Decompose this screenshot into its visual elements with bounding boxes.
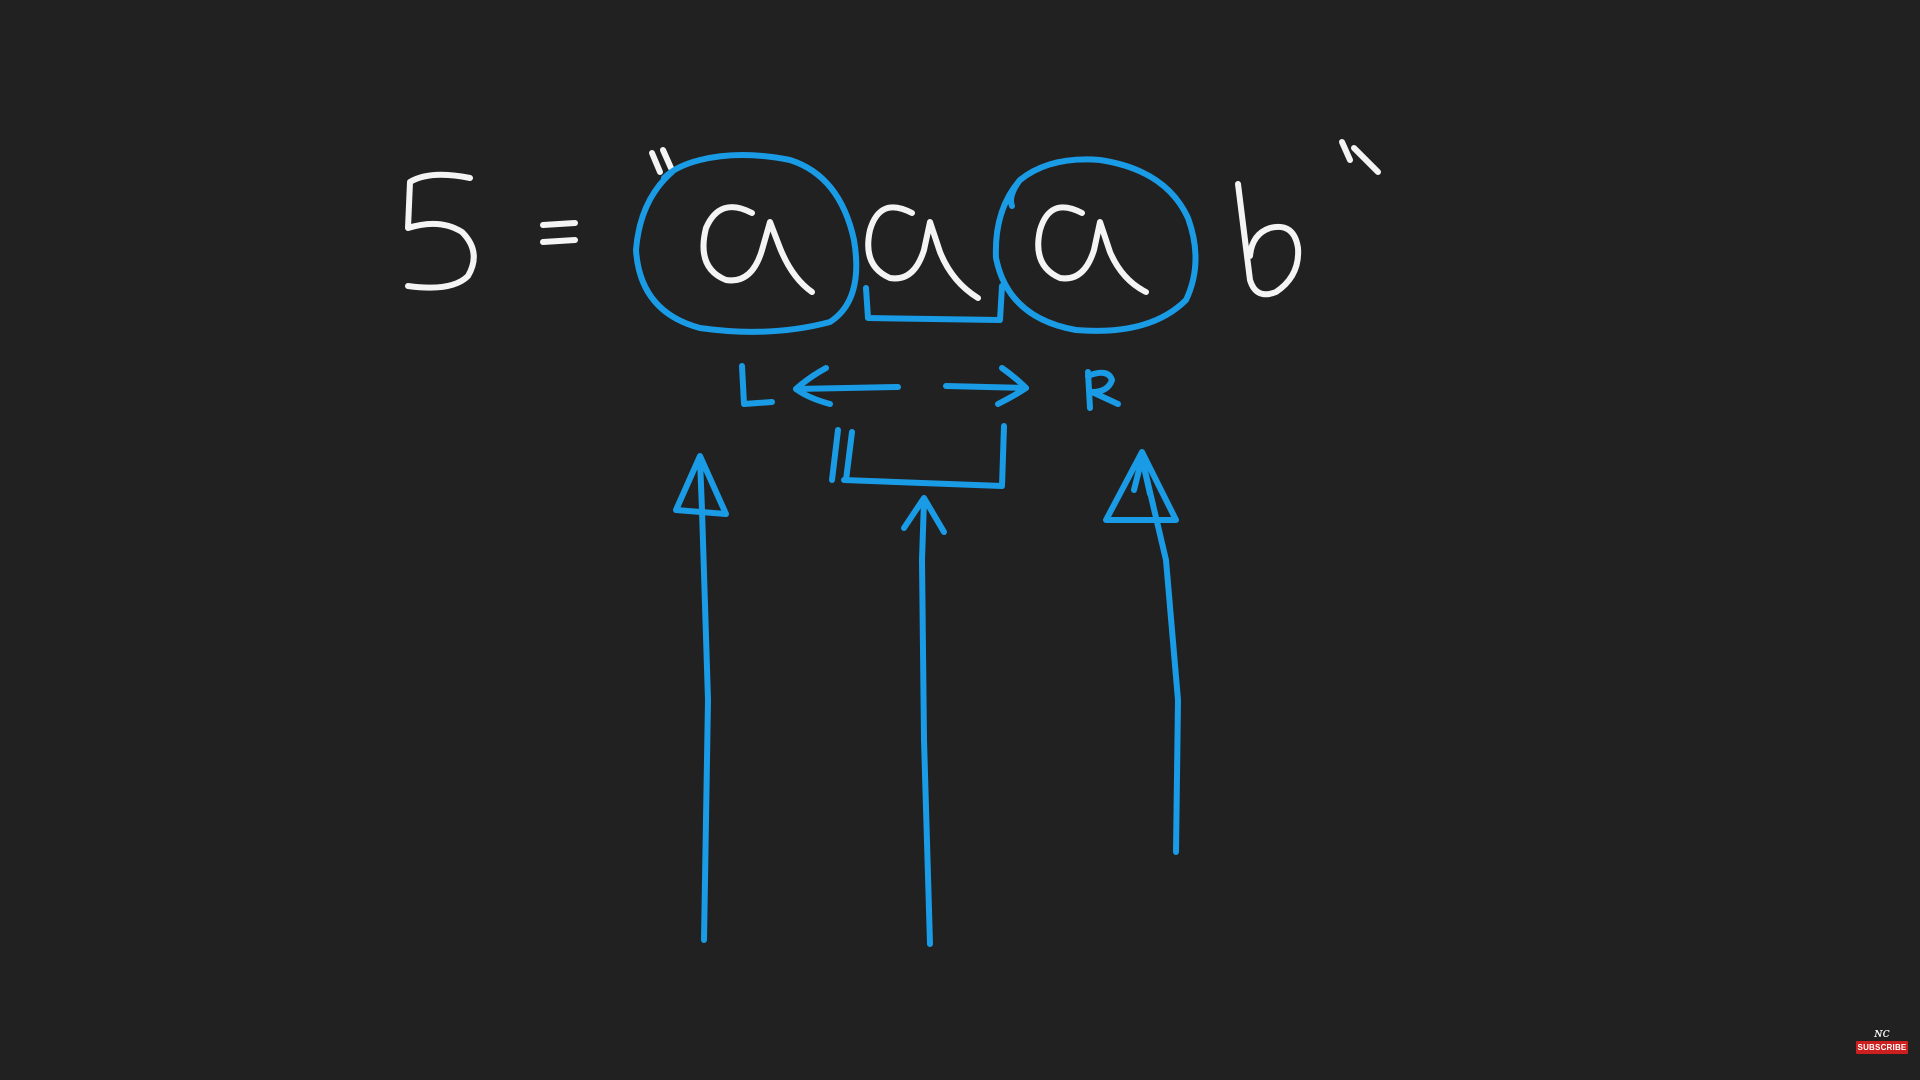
subscribe-watermark[interactable]: ɴc SUBSCRIBE xyxy=(1855,1026,1909,1054)
up-arrow-middle xyxy=(901,495,947,947)
close-quote xyxy=(1339,139,1381,175)
char-a-3 xyxy=(1035,204,1149,295)
up-arrow-left xyxy=(673,453,729,943)
right-arrow xyxy=(943,365,1029,407)
pointer-l xyxy=(739,363,775,407)
channel-logo: ɴc xyxy=(1874,1026,1890,1041)
circle-char-3 xyxy=(992,156,1199,334)
left-arrow xyxy=(793,365,901,407)
char-a-2 xyxy=(865,204,981,301)
underline-char-2 xyxy=(863,283,1005,323)
up-arrow-right xyxy=(1103,449,1181,855)
expansion-bracket xyxy=(829,423,1007,489)
char-a-1 xyxy=(700,204,815,295)
char-b xyxy=(1235,181,1302,298)
variable-s xyxy=(405,171,477,291)
pointer-r xyxy=(1085,369,1121,411)
subscribe-button[interactable]: SUBSCRIBE xyxy=(1855,1041,1909,1054)
equals-sign xyxy=(540,220,578,245)
circle-char-1 xyxy=(633,152,860,335)
open-quote xyxy=(649,147,674,175)
